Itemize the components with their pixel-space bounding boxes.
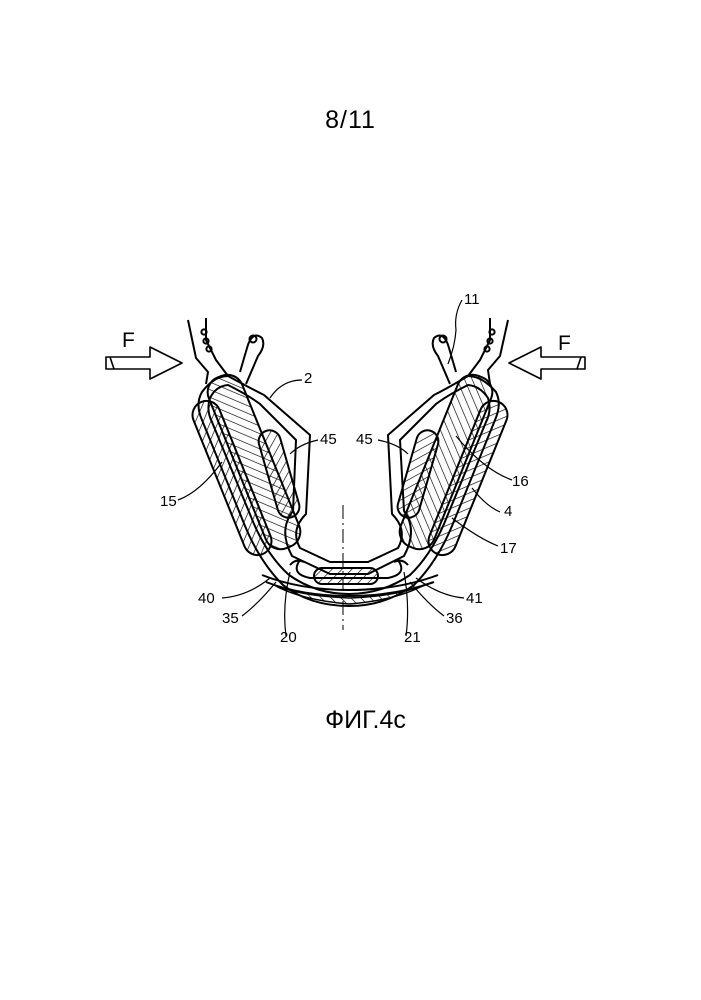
left-force-arrow	[106, 347, 182, 379]
right-force-arrow	[509, 347, 585, 379]
ref-11: 11	[464, 291, 480, 308]
ref-45-right: 45	[356, 431, 373, 448]
ref-21: 21	[404, 629, 421, 646]
ref-36: 36	[446, 610, 463, 627]
figure-caption: ФИГ.4с	[0, 706, 701, 735]
ref-4: 4	[504, 503, 512, 520]
left-hole	[201, 329, 206, 334]
ref-41: 41	[466, 590, 483, 607]
force-label-right: F	[558, 332, 571, 355]
ref-35: 35	[222, 610, 239, 627]
ref-16: 16	[512, 473, 529, 490]
ref-17: 17	[500, 540, 517, 557]
ref-20: 20	[280, 629, 297, 646]
ref-40: 40	[198, 590, 215, 607]
bottom-center-element	[314, 568, 378, 584]
ref-2: 2	[304, 370, 312, 387]
ref-45-left: 45	[320, 431, 337, 448]
right-hole	[489, 329, 494, 334]
ref-15: 15	[160, 493, 177, 510]
force-label-left: F	[122, 329, 135, 352]
